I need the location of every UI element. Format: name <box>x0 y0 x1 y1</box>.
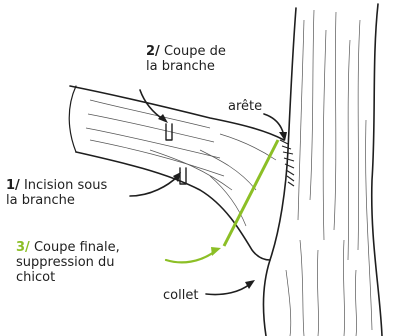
step1-number: 1/ <box>6 178 20 193</box>
step1-line2: la branche <box>6 193 107 208</box>
arrow-collet <box>206 280 255 295</box>
step3-line3: chicot <box>16 270 120 285</box>
label-step3: 3/ Coupe finale, suppression du chicot <box>16 240 120 285</box>
step2-line1: Coupe de <box>164 44 226 59</box>
step3-number: 3/ <box>16 240 30 255</box>
step3-line2: suppression du <box>16 255 120 270</box>
tree-trunk <box>263 4 382 336</box>
step2-number: 2/ <box>146 44 160 59</box>
label-step1: 1/ Incision sous la branche <box>6 178 107 208</box>
arrow-step1 <box>130 172 181 196</box>
step1-line1: Incision sous <box>24 178 107 193</box>
step3-line1: Coupe finale, <box>34 240 120 255</box>
step2-line2: la branche <box>146 59 226 74</box>
arrow-arete <box>264 114 287 141</box>
label-arete: arête <box>228 99 262 114</box>
final-cut-line <box>224 140 278 246</box>
label-step2: 2/ Coupe de la branche <box>146 44 226 74</box>
arrow-step3 <box>166 247 221 262</box>
label-collet: collet <box>163 288 198 303</box>
